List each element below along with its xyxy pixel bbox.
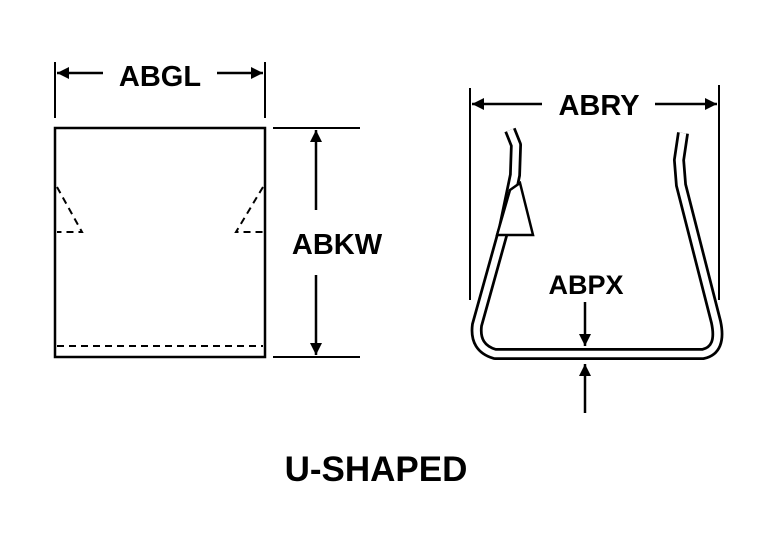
dimension-label-abry: ABRY [558, 90, 639, 122]
clip-tab [495, 180, 535, 237]
clip-body-inner [473, 128, 721, 358]
dimension-label-abgl: ABGL [119, 61, 201, 93]
caption: U-SHAPED [285, 450, 468, 489]
side-view: ABGL ABKW [53, 61, 383, 359]
side-view-outline [53, 126, 267, 359]
dimension-label-abpx: ABPX [548, 270, 623, 300]
dimension-label-abkw: ABKW [292, 229, 383, 261]
hidden-tab-left [56, 186, 84, 233]
hidden-tab-right [234, 186, 264, 233]
end-view: ABRY ABPX [469, 85, 724, 413]
